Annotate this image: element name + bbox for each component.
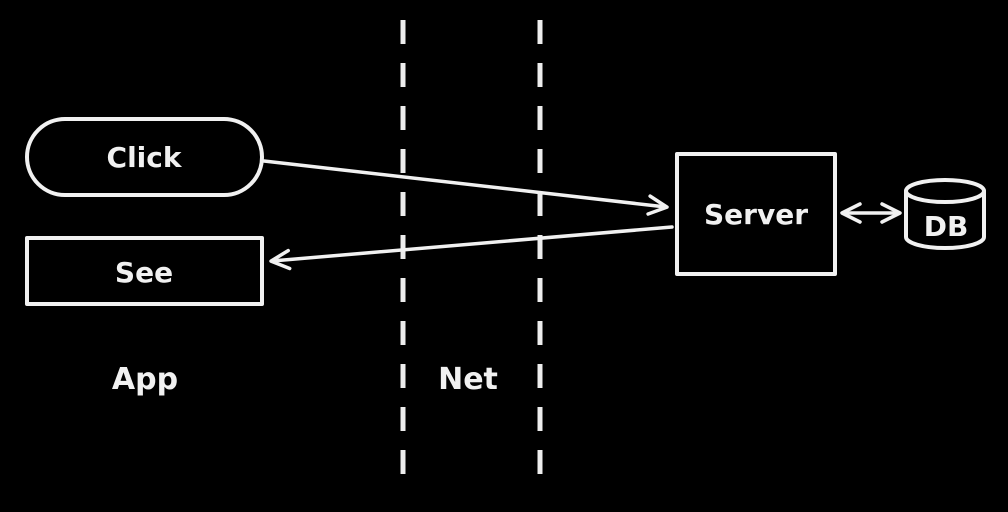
db-node: DB [904,178,986,250]
see-node: See [25,236,264,306]
click-node-label: Click [107,141,183,174]
click-to-server-arrow [262,159,669,216]
db-cylinder-body [904,189,986,250]
server-node: Server [675,152,837,276]
see-node-label: See [115,256,173,289]
net-lane-label: Net [438,362,498,397]
see-node-shape [25,236,264,306]
server-node-label: Server [704,198,808,231]
db-node-label: DB [924,210,969,243]
click-node-shape [25,117,264,197]
server-node-shape [675,152,837,276]
db-cylinder-top [904,178,986,204]
server-to-see-arrow [269,225,674,271]
app-lane-label: App [112,362,178,397]
click-node: Click [25,117,264,197]
